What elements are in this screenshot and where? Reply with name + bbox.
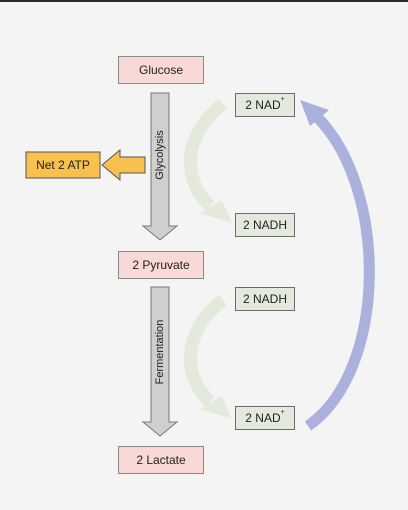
pyruvate-box: 2 Pyruvate [118, 251, 204, 279]
nad-top-box: 2 NAD+ [235, 93, 295, 117]
nadh-to-nad-arrowhead [200, 396, 232, 419]
nadh-to-nad-arc [184, 294, 228, 407]
lactate-label: 2 Lactate [136, 453, 186, 467]
nad-to-nadh-arc [184, 98, 228, 211]
glucose-label: Glucose [138, 63, 184, 77]
fermentation-label: Fermentation [154, 319, 166, 385]
nad-to-nadh-arrowhead [200, 200, 232, 223]
nad-bottom-base: 2 NAD [245, 411, 281, 425]
atp-label: Net 2 ATP [36, 158, 90, 172]
top-border [0, 0, 408, 2]
nad-bottom-box: 2 NAD+ [235, 406, 295, 430]
nadh-bottom-box: 2 NADH [235, 287, 295, 311]
atp-arrow-icon [101, 148, 146, 182]
nad-top-superscript: + [280, 96, 285, 103]
nadh-bottom-label: 2 NADH [242, 292, 287, 306]
glucose-box: Glucose [118, 56, 204, 84]
glycolysis-label: Glycolysis [154, 130, 166, 180]
nad-bottom-label: 2 NAD+ [245, 409, 285, 425]
nad-top-label: 2 NAD+ [245, 96, 285, 112]
pyruvate-label: 2 Pyruvate [132, 258, 190, 272]
nad-regeneration-arc [304, 114, 375, 431]
nad-bottom-superscript: + [280, 409, 285, 416]
nadh-top-label: 2 NADH [242, 218, 287, 232]
nadh-top-box: 2 NADH [235, 213, 295, 237]
nad-top-base: 2 NAD [245, 98, 281, 112]
glycolysis-arrow [141, 92, 179, 241]
lactate-box: 2 Lactate [118, 446, 204, 474]
nad-regeneration-arrowhead [300, 100, 329, 126]
fermentation-arrow [141, 286, 179, 437]
atp-box [25, 151, 101, 179]
